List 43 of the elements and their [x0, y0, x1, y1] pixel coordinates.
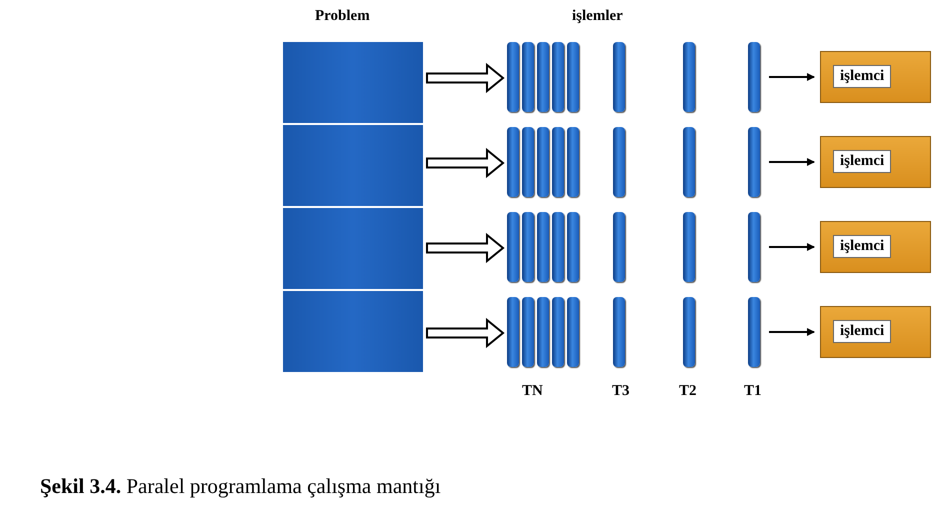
- task-bar: [683, 297, 696, 369]
- processor-box: [820, 221, 931, 273]
- task-bars-drawing: [507, 42, 580, 114]
- task-bar: [748, 212, 761, 284]
- task-bar: [613, 127, 626, 199]
- processor-label: işlemci: [833, 235, 892, 258]
- processor-box: [820, 306, 931, 358]
- task-bar: [613, 212, 626, 284]
- problem-segment: [283, 208, 423, 289]
- task-bars-drawing: [507, 297, 580, 369]
- task-label: T2: [679, 383, 697, 400]
- hollow-arrow: [426, 318, 505, 348]
- task-bar: [748, 127, 761, 199]
- arrow: [769, 328, 815, 336]
- processor-label: işlemci: [833, 150, 892, 173]
- heading: Problem: [315, 8, 370, 25]
- task-bar: [748, 297, 761, 369]
- hollow-arrow: [426, 148, 505, 178]
- problem-segment: [283, 291, 423, 372]
- task-bar: [613, 297, 626, 369]
- hollow-arrow: [426, 62, 505, 94]
- task-bar: [683, 42, 696, 114]
- task-bar: [683, 127, 696, 199]
- problem-segment: [283, 42, 423, 123]
- hollow-arrow: [426, 232, 505, 264]
- figure-caption: Şekil 3.4. Paralel programlama çalışma mantığı: [40, 474, 441, 499]
- problem-segment: [283, 125, 423, 206]
- task-bar: [683, 212, 696, 284]
- arrow: [769, 73, 815, 81]
- processor-label: işlemci: [833, 65, 892, 88]
- task-bars-drawing: [507, 212, 580, 284]
- task-label: T1: [744, 383, 762, 400]
- task-label: TN: [522, 383, 543, 400]
- processor-box: [820, 136, 931, 188]
- task-bars-drawing: [507, 127, 580, 199]
- arrow: [769, 158, 815, 166]
- task-bar: [748, 42, 761, 114]
- arrow: [769, 243, 815, 251]
- column-heading: işlemler: [572, 8, 623, 25]
- processor-label: işlemci: [833, 320, 892, 343]
- task-label: T3: [612, 383, 630, 400]
- processor-box: [820, 51, 931, 103]
- task-bar: [613, 42, 626, 114]
